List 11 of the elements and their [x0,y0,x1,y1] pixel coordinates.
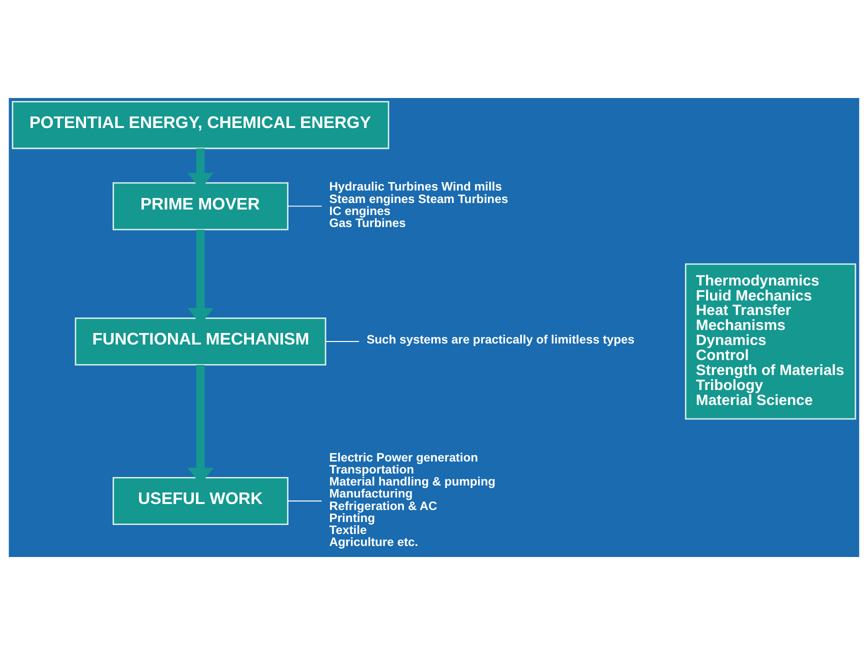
node-box: Thermodynamics Fluid Mechanics Heat Transfer Mechanisms Dynamics Control Strength of Materials Tribology Material Science [684,262,856,420]
connector [325,340,360,342]
node-box: FUNCTIONAL MECHANISM [74,316,326,366]
node-box: PRIME MOVER [112,182,288,230]
node-text: Hydraulic Turbines Wind mills Steam engines Steam Turbines IC engines Gas Turbines [329,179,508,230]
node-text: Electric Power generation Transportation Material handling & pumping Manufacturing Refrigeration & AC Printing Textile Agriculture etc. [329,450,496,549]
node-box: POTENTIAL ENERGY, CHEMICAL ENERGY [12,100,390,149]
node-box: USEFUL WORK [112,476,288,525]
connector [288,500,322,501]
connector [287,205,322,206]
node-text: Such systems are practically of limitless types [366,332,634,346]
